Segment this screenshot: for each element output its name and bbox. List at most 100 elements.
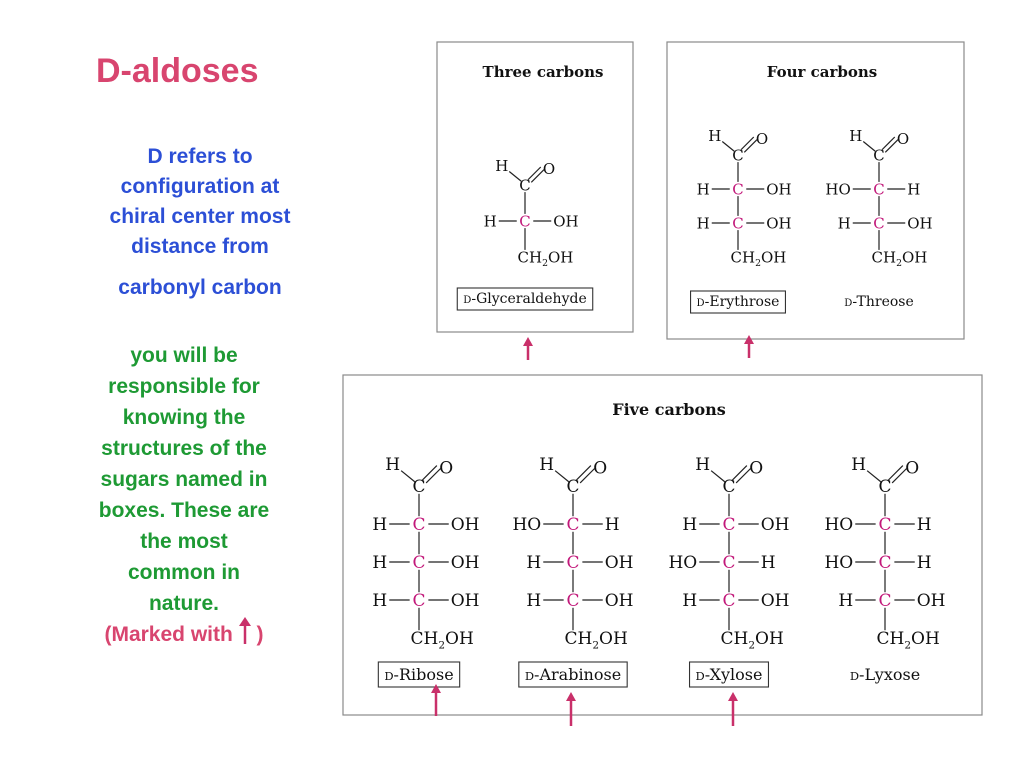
substituent-right-2: OH	[907, 214, 932, 232]
chiral-carbon-1: C	[878, 515, 891, 535]
substituent-right-2: OH	[451, 553, 480, 573]
aldehyde-h-atom: H	[851, 455, 866, 475]
responsibility-line-2: responsible for	[108, 375, 260, 398]
substituent-right-1: H	[917, 515, 932, 535]
terminal-ch2oh-group: CH2OH	[877, 629, 940, 651]
aldehyde-h-atom: H	[495, 157, 508, 175]
aldehyde-h-bond	[862, 141, 876, 152]
aldehyde-h-bond	[508, 171, 522, 182]
carbonyl-carbon: C	[519, 176, 530, 194]
substituent-left-1: H	[697, 180, 710, 198]
d-definition-line-2: configuration at	[120, 175, 280, 198]
carbonyl-bond-second	[425, 468, 442, 484]
chiral-carbon-2: C	[732, 214, 743, 232]
threose-name-label: D-Threose	[844, 294, 914, 310]
d-definition-line-1: D refers to	[147, 145, 253, 168]
substituent-right-1: OH	[761, 515, 790, 535]
erythrose-marker-arrow	[744, 335, 754, 358]
arrow-head	[728, 692, 738, 701]
d-definition-line-5: carbonyl carbon	[118, 276, 282, 299]
aldehyde-o-atom: O	[756, 130, 768, 148]
terminal-ch2oh-group: CH2OH	[872, 248, 928, 269]
chiral-carbon-3: C	[722, 591, 735, 611]
chiral-carbon-3: C	[878, 591, 891, 611]
carbonyl-carbon: C	[878, 477, 891, 497]
substituent-right-3: OH	[451, 591, 480, 611]
carbonyl-carbon: C	[732, 146, 743, 164]
chiral-carbon-1: C	[732, 180, 743, 198]
substituent-right-1: H	[605, 515, 620, 535]
carbonyl-carbon: C	[566, 477, 579, 497]
aldehyde-h-atom: H	[385, 455, 400, 475]
substituent-right-3: OH	[917, 591, 946, 611]
marked-with-note: (Marked with )	[74, 617, 294, 647]
d-definition-line-3: chiral center most	[109, 205, 291, 228]
substituent-right-1: OH	[553, 212, 578, 230]
responsibility-line-7: the most	[140, 530, 228, 553]
substituent-left-2: HO	[668, 553, 697, 573]
responsibility-line-4: structures of the	[101, 437, 267, 460]
responsibility-line-3: knowing the	[122, 406, 246, 429]
substituent-right-1: H	[907, 180, 920, 198]
chiral-carbon-3: C	[412, 591, 425, 611]
carbonyl-bond-second	[579, 468, 596, 484]
glyceraldehyde-marker-arrow	[523, 337, 533, 360]
xylose-name-label: D-Xylose	[696, 665, 763, 684]
aldehyde-h-atom: H	[695, 455, 710, 475]
substituent-left-1: H	[484, 212, 497, 230]
substituent-left-3: H	[838, 591, 853, 611]
aldehyde-h-bond	[710, 470, 726, 483]
aldehyde-o-atom: O	[905, 458, 919, 478]
chiral-carbon-1: C	[519, 212, 530, 230]
aldehyde-o-atom: O	[897, 130, 909, 148]
chiral-carbon-3: C	[566, 591, 579, 611]
five-carbons-panel	[342, 374, 983, 716]
xylose-name-box	[688, 661, 770, 688]
aldehyde-o-atom: O	[749, 458, 763, 478]
substituent-left-1: H	[372, 515, 387, 535]
arabinose-name-label: D-Arabinose	[525, 665, 621, 684]
aldehyde-h-atom: H	[539, 455, 554, 475]
marked-with-close: )	[256, 623, 264, 646]
erythrose-name-label: D-Erythrose	[697, 294, 780, 310]
responsibility-line-1: you will be	[130, 344, 238, 367]
carbonyl-bond-second	[884, 139, 899, 153]
chiral-carbon-2: C	[873, 214, 884, 232]
terminal-ch2oh-group: CH2OH	[731, 248, 787, 269]
three-carbons-heading: Three carbons	[483, 63, 604, 81]
chiral-carbon-2: C	[722, 553, 735, 573]
chiral-carbon-1: C	[722, 515, 735, 535]
carbonyl-bond-second	[743, 139, 758, 153]
substituent-right-3: OH	[605, 591, 634, 611]
terminal-ch2oh-group: CH2OH	[721, 629, 784, 651]
responsibility-line-8: common in	[127, 561, 240, 584]
substituent-left-2: H	[372, 553, 387, 573]
carbonyl-bond	[740, 136, 755, 151]
substituent-right-1: OH	[451, 515, 480, 535]
substituent-right-2: H	[917, 553, 932, 573]
substituent-left-1: HO	[824, 515, 853, 535]
carbonyl-bond	[881, 136, 896, 151]
ribose-name-box	[377, 661, 461, 688]
chiral-carbon-1: C	[566, 515, 579, 535]
erythrose-name-box	[690, 290, 786, 314]
arabinose-name-box	[518, 661, 628, 688]
carbonyl-carbon: C	[873, 146, 884, 164]
arrow-head	[744, 335, 754, 344]
substituent-right-2: OH	[766, 214, 791, 232]
responsibility-line-9: nature.	[148, 592, 219, 615]
responsibility-line-6: boxes. These are	[98, 499, 270, 522]
substituent-left-3: H	[682, 591, 697, 611]
carbonyl-carbon: C	[722, 477, 735, 497]
carbonyl-bond-second	[530, 169, 545, 183]
up-arrow-icon	[238, 617, 251, 644]
three-carbons-panel	[436, 41, 634, 333]
substituent-left-1: H	[682, 515, 697, 535]
substituent-right-1: OH	[766, 180, 791, 198]
aldehyde-h-atom: H	[849, 127, 862, 145]
aldehyde-o-atom: O	[543, 160, 555, 178]
ribose-name-label: D-Ribose	[384, 665, 453, 684]
